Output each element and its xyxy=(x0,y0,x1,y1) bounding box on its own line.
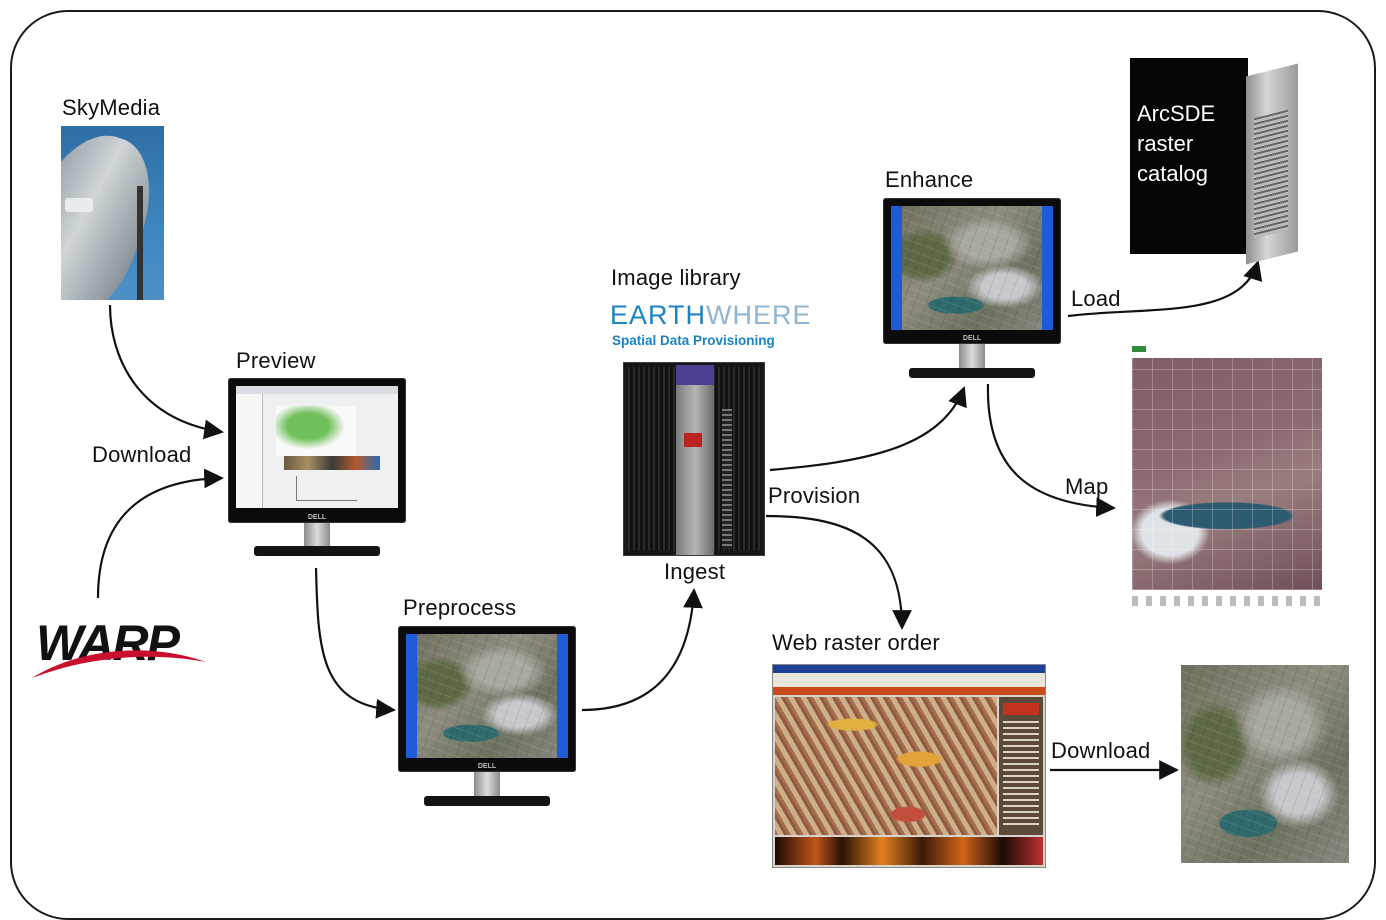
arrow-skymedia-to-preview xyxy=(108,304,224,440)
enhance-monitor: DELL xyxy=(883,198,1061,382)
download-left-label: Download xyxy=(92,442,192,467)
web-raster-order-label: Web raster order xyxy=(772,630,940,655)
preview-label: Preview xyxy=(236,348,316,373)
arcsde-raster-catalog-text: ArcSDE raster catalog xyxy=(1137,101,1216,186)
arrow-library-to-web-order xyxy=(765,514,912,630)
image-library-label: Image library xyxy=(611,265,741,290)
tape-library-image xyxy=(623,362,765,556)
topographic-map-image xyxy=(1128,344,1326,610)
skymedia-label: SkyMedia xyxy=(62,95,161,120)
web-raster-order-screenshot xyxy=(772,664,1046,868)
preprocess-label: Preprocess xyxy=(403,595,517,620)
preview-monitor: DELL xyxy=(228,378,406,560)
arrow-preview-to-preprocess xyxy=(314,567,396,719)
load-label: Load xyxy=(1071,286,1121,311)
satellite-dish-image xyxy=(61,126,164,300)
warp-logo: WARP xyxy=(30,612,210,682)
preprocess-monitor: DELL xyxy=(398,626,576,810)
provision-label: Provision xyxy=(768,483,861,508)
ingest-label: Ingest xyxy=(664,559,726,584)
map-label: Map xyxy=(1065,474,1109,499)
download-right-label: Download xyxy=(1051,738,1151,763)
earthwhere-tagline: Spatial Data Provisioning xyxy=(612,333,775,348)
server-tower-image xyxy=(1130,54,1298,265)
enhance-label: Enhance xyxy=(885,167,974,192)
arrow-enhance-to-map xyxy=(986,383,1116,518)
arrow-preprocess-to-ingest xyxy=(581,588,703,712)
earthwhere-word-earth: EARTH xyxy=(610,300,707,330)
arrow-enhance-to-server xyxy=(1067,260,1263,318)
warp-logo-text: WARP xyxy=(36,615,180,671)
arrow-warp-to-preview xyxy=(96,468,224,599)
downloaded-satellite-image xyxy=(1181,665,1349,863)
earthwhere-word-where: WHERE xyxy=(706,300,812,330)
earthwhere-logo: EARTHWHERE Spatial Data Provisioning xyxy=(610,300,811,350)
arrow-library-to-enhance xyxy=(769,386,967,472)
